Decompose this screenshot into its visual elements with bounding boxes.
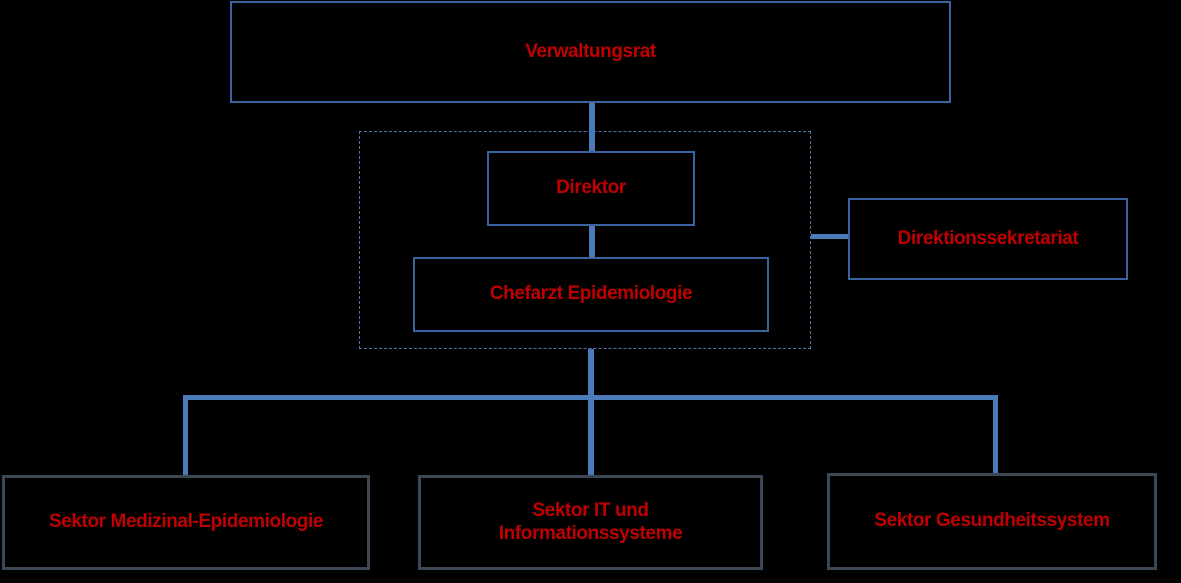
secretariat-label: Direktionssekretariat [897, 227, 1079, 249]
sector-health-system-box: Sektor Gesundheitssystem [827, 473, 1157, 570]
director-box: Direktor [487, 151, 695, 226]
management-group-frame [359, 131, 811, 349]
chief-physician-box: Chefarzt Epidemiologie [413, 257, 769, 332]
connector-sector-middle [588, 395, 594, 475]
connector-sector-right [993, 395, 998, 475]
board-box: Verwaltungsrat [230, 1, 951, 103]
connector-frame-trunk [588, 349, 594, 398]
sector-it-box: Sektor IT und Informationssysteme [418, 475, 763, 570]
director-label: Direktor [556, 177, 626, 199]
board-label: Verwaltungsrat [525, 40, 656, 62]
chief-physician-label: Chefarzt Epidemiologie [489, 283, 693, 305]
sector-health-system-label: Sektor Gesundheitssystem [874, 510, 1110, 532]
sector-it-label-line2: Informationssysteme [498, 522, 683, 544]
sector-medical-epidemiology-box: Sektor Medizinal-Epidemiologie [2, 475, 370, 570]
sector-medical-epidemiology-label: Sektor Medizinal-Epidemiologie [48, 511, 324, 533]
connector-board-director [589, 103, 595, 152]
connector-sector-left [183, 395, 188, 475]
connector-director-chief [589, 226, 595, 257]
sector-it-label-line1: Sektor IT und [532, 499, 649, 521]
secretariat-box: Direktionssekretariat [848, 198, 1128, 280]
connector-frame-secretariat [811, 234, 849, 239]
